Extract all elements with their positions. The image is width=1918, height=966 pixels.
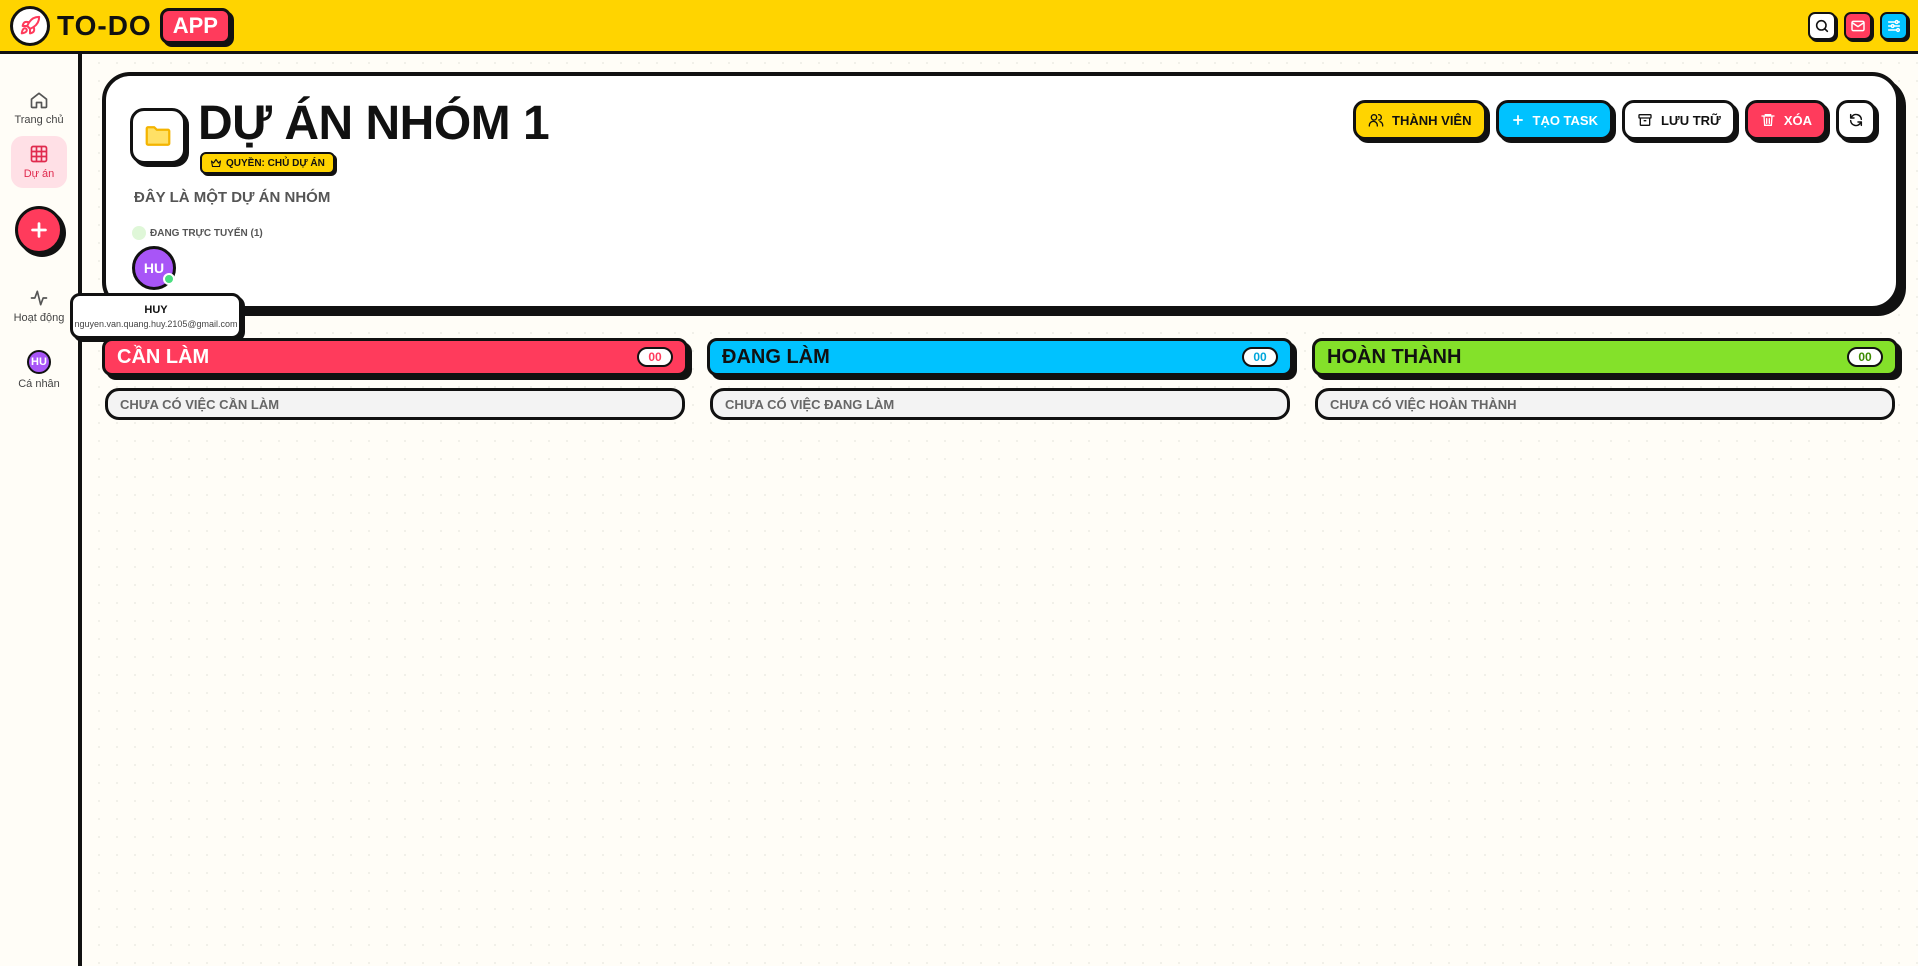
archive-button[interactable]: LƯU TRỮ	[1621, 100, 1736, 140]
project-description: ĐÂY LÀ MỘT DỰ ÁN NHÓM	[134, 189, 331, 206]
sidebar-item-label: Trang chủ	[14, 114, 64, 126]
refresh-button[interactable]	[1836, 100, 1876, 140]
refresh-icon	[1849, 113, 1863, 127]
add-project-button[interactable]	[15, 206, 63, 254]
tooltip-email: nguyen.van.quang.huy.2105@gmail.com	[74, 318, 238, 329]
home-icon	[30, 92, 48, 109]
member-tooltip: HUY nguyen.van.quang.huy.2105@gmail.com	[70, 293, 242, 339]
app-logo-text: TO-DO	[57, 9, 152, 41]
column-title: ĐANG LÀM	[722, 345, 830, 368]
member-initials: HU	[143, 260, 165, 276]
column-title: HOÀN THÀNH	[1327, 345, 1462, 368]
project-actions: THÀNH VIÊN TẠO TASK LƯU TRỮ XÓA	[1353, 100, 1876, 140]
sidebar-item-activity[interactable]: Hoạt động	[11, 280, 67, 332]
folder-icon	[130, 108, 186, 164]
column-empty-doing: CHƯA CÓ VIỆC ĐANG LÀM	[710, 388, 1290, 420]
column-empty-done: CHƯA CÓ VIỆC HOÀN THÀNH	[1315, 388, 1895, 420]
online-status-dot	[163, 273, 175, 285]
delete-button[interactable]: XÓA	[1744, 100, 1827, 140]
column-count: 00	[1242, 347, 1278, 367]
member-avatar[interactable]: HU	[132, 246, 176, 290]
mail-button[interactable]	[1844, 11, 1872, 40]
online-indicator	[132, 226, 146, 240]
online-status: ĐANG TRỰC TUYẾN (1)	[132, 226, 263, 240]
sidebar-item-profile[interactable]: HU Cá nhân	[11, 344, 67, 396]
column-header-todo: CẦN LÀM 00	[102, 338, 688, 376]
create-task-button[interactable]: TẠO TASK	[1495, 100, 1613, 140]
settings-button[interactable]	[1880, 11, 1908, 40]
column-count: 00	[1847, 347, 1883, 367]
top-bar: TO-DO APP	[0, 0, 1918, 54]
sidebar: Trang chủ Dự án Hoạt động HU Cá nhân	[0, 54, 82, 966]
grid-icon	[30, 145, 48, 163]
column-header-done: HOÀN THÀNH 00	[1312, 338, 1898, 376]
search-button[interactable]	[1808, 11, 1836, 40]
column-title: CẦN LÀM	[117, 345, 210, 368]
role-label: QUYỀN: CHỦ DỰ ÁN	[226, 157, 325, 169]
page-title: DỰ ÁN NHÓM 1	[198, 97, 550, 150]
trash-icon	[1761, 114, 1775, 126]
online-label: ĐANG TRỰC TUYẾN (1)	[150, 227, 263, 239]
sidebar-item-label: Dự án	[23, 168, 55, 180]
project-card: DỰ ÁN NHÓM 1 QUYỀN: CHỦ DỰ ÁN ĐÂY LÀ MỘT…	[102, 72, 1900, 310]
archive-icon	[1638, 114, 1652, 126]
column-empty-todo: CHƯA CÓ VIỆC CẦN LÀM	[105, 388, 685, 420]
tooltip-name: HUY	[144, 303, 168, 316]
sidebar-item-label: Hoạt động	[13, 312, 65, 324]
avatar: HU	[27, 350, 51, 374]
members-button[interactable]: THÀNH VIÊN	[1353, 100, 1487, 140]
crown-icon	[210, 158, 222, 168]
role-badge: QUYỀN: CHỦ DỰ ÁN	[200, 152, 335, 174]
plus-icon	[31, 222, 47, 238]
users-icon	[1368, 114, 1384, 127]
plus-icon	[1512, 115, 1523, 125]
search-icon	[1815, 19, 1829, 32]
rocket-icon[interactable]	[10, 5, 50, 46]
sidebar-item-label: Cá nhân	[18, 378, 60, 390]
app-logo-badge: APP	[159, 7, 231, 44]
top-actions	[1808, 11, 1908, 40]
sidebar-item-home[interactable]: Trang chủ	[11, 82, 67, 134]
activity-icon	[30, 290, 48, 306]
mail-icon	[1851, 20, 1865, 31]
sliders-icon	[1887, 19, 1901, 32]
column-header-doing: ĐANG LÀM 00	[707, 338, 1293, 376]
column-count: 00	[637, 347, 673, 367]
sidebar-item-projects[interactable]: Dự án	[11, 136, 67, 188]
